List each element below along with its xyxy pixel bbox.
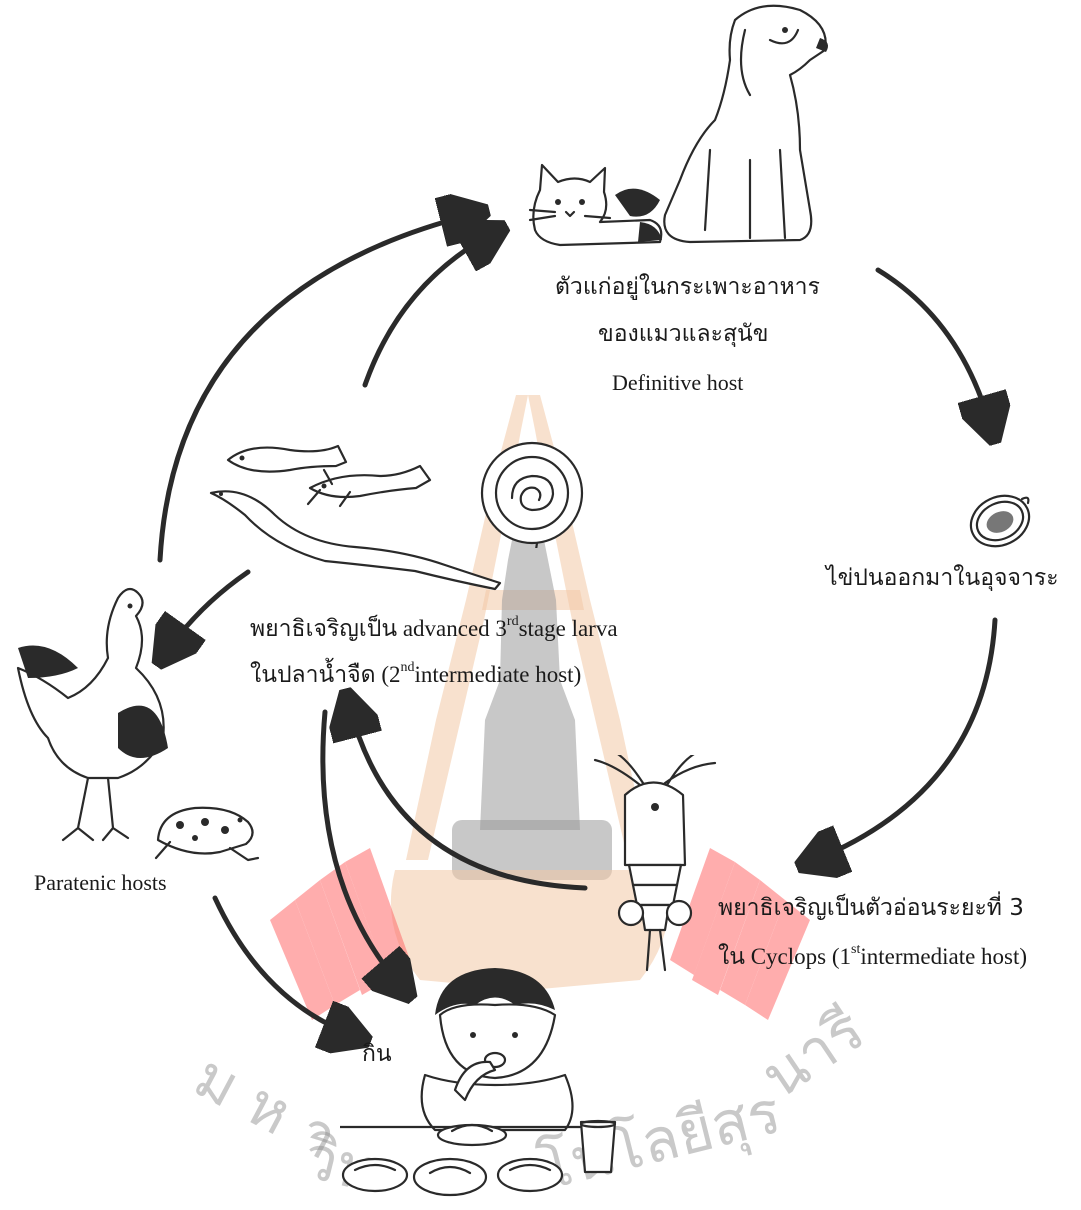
glass-icon [579,1119,617,1174]
eel-icon [209,490,502,591]
fish-stage-prefix: พยาธิเจริญเป็น advanced 3 [250,616,507,641]
eat-label: กิน [362,1041,392,1067]
arrow-paratenic-to-definitive [157,215,470,563]
arrow-fish-to-human [320,709,400,985]
arrow-paratenic-to-human [212,895,352,1035]
arrow-egg-to-cyclops [815,617,998,860]
larva-cyst-icon [480,441,584,548]
fish-host-sup: nd [400,660,415,675]
egg-icon [969,494,1031,548]
fish-stage-label: พยาธิเจริญเป็น advanced 3rdstage larva [250,614,618,641]
cyclops-stage-label: พยาธิเจริญเป็นตัวอ่อนระยะที่ 3 [718,895,1024,921]
definitive-host-thai-line2: ของแมวและสุนัข [598,321,769,347]
arrow-fish-to-definitive [362,235,490,388]
cyclops-host-prefix: ใน Cyclops (1 [718,944,852,969]
definitive-host-label: Definitive host [612,370,744,395]
arrow-fish-to-paratenic [168,569,251,650]
cyclops-host-sup: st [851,942,861,957]
cyclops-host-suffix: intermediate host) [860,944,1028,969]
fish-stage-suffix: stage larva [518,616,618,641]
cyclops-host-label: ใน Cyclops (1stintermediate host) [718,942,1028,969]
cat-icon [528,163,663,247]
food-bowls-icon [340,1123,582,1197]
rooster-icon [16,587,168,842]
fish-host-label: ในปลาน้ำจืด (2ndintermediate host) [250,660,582,687]
frog-icon [154,806,260,862]
fish-stage-sup: rd [506,614,519,629]
dog-icon [663,4,828,244]
cyclops-icon [593,755,717,972]
fish-icon [226,444,432,508]
fish-host-suffix: intermediate host) [414,662,582,687]
fish-host-prefix: ในปลาน้ำจืด (2 [250,662,401,687]
paratenic-hosts-label: Paratenic hosts [34,870,167,895]
definitive-host-thai-line1: ตัวแก่อยู่ในกระเพาะอาหาร [555,274,820,300]
child-eating-icon [420,968,574,1132]
eggs-in-feces-label: ไข่ปนออกมาในอุจจาระ [826,565,1059,591]
arrow-cyclops-to-fish [350,708,588,891]
arrow-definitive-to-egg [875,267,990,425]
